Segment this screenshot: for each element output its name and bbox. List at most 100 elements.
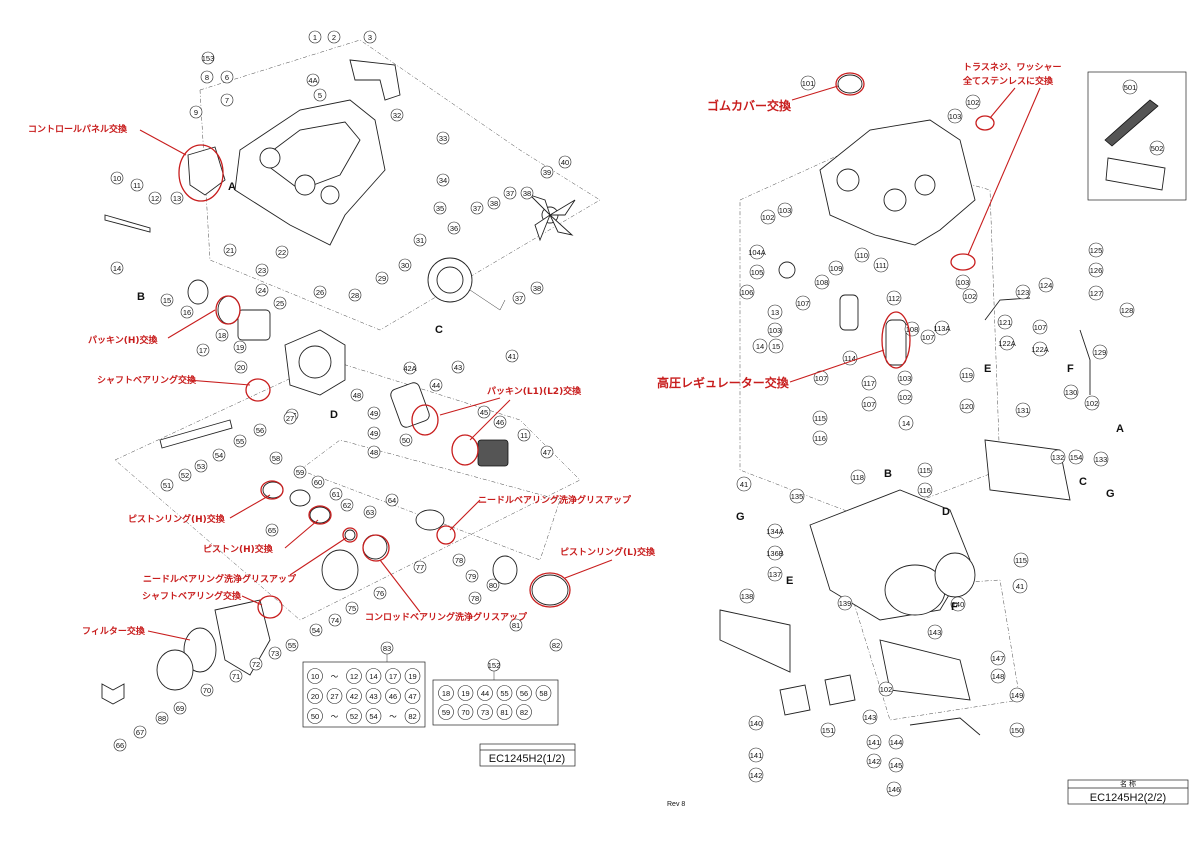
- kit-cell-circle: [496, 704, 513, 720]
- svg-text:2: 2: [332, 33, 336, 42]
- kit-cell-circle: [404, 708, 421, 724]
- svg-text:104A: 104A: [748, 248, 766, 257]
- svg-text:141: 141: [750, 751, 763, 760]
- kit-cell-value: 59: [442, 708, 450, 717]
- sheet1-code: EC1245H2(1/2): [489, 753, 565, 765]
- sheet-2: 101 102 103 103 102 104A 105 106 107 13 …: [657, 62, 1189, 808]
- svg-text:1: 1: [313, 33, 317, 42]
- annotation-control-panel: コントロールパネル交換: [28, 123, 128, 135]
- svg-text:77: 77: [416, 563, 424, 572]
- svg-text:120: 120: [961, 402, 974, 411]
- svg-text:14: 14: [902, 419, 910, 428]
- svg-text:32: 32: [393, 111, 401, 120]
- svg-text:35: 35: [436, 204, 444, 213]
- kit-cell-value: 58: [539, 689, 547, 698]
- svg-text:65: 65: [268, 526, 276, 535]
- svg-text:102: 102: [762, 213, 775, 222]
- svg-text:133: 133: [1095, 455, 1108, 464]
- kit-cell-circle: [365, 668, 382, 684]
- svg-text:146: 146: [888, 785, 901, 794]
- svg-text:9: 9: [194, 108, 198, 117]
- svg-text:25: 25: [276, 299, 284, 308]
- svg-text:15: 15: [772, 342, 780, 351]
- kit-cell-circle: [346, 708, 362, 724]
- svg-text:14: 14: [756, 342, 764, 351]
- svg-text:102: 102: [1086, 399, 1099, 408]
- svg-text:144: 144: [890, 738, 903, 747]
- svg-text:41: 41: [508, 352, 516, 361]
- kit-cell-value: 17: [389, 672, 397, 681]
- letter-c: C: [435, 324, 443, 336]
- svg-text:141: 141: [868, 738, 881, 747]
- svg-text:129: 129: [1094, 348, 1107, 357]
- kit-cell-value: 42: [350, 692, 358, 701]
- kit-cell-circle: [496, 685, 513, 701]
- svg-text:6: 6: [225, 73, 229, 82]
- kit-cell-circle: [438, 685, 454, 701]
- letter-b-2: B: [884, 468, 892, 480]
- kit-cell-value: 12: [350, 672, 358, 681]
- svg-text:103: 103: [957, 278, 970, 287]
- svg-text:51: 51: [163, 481, 171, 490]
- svg-text:107: 107: [922, 333, 935, 342]
- kit-cell-value: 52: [350, 712, 358, 721]
- svg-text:54: 54: [215, 451, 223, 460]
- svg-text:134A: 134A: [766, 527, 784, 536]
- svg-text:76: 76: [376, 589, 384, 598]
- svg-text:115: 115: [919, 466, 931, 475]
- svg-text:49: 49: [370, 429, 378, 438]
- kit-cell-circle: [516, 685, 532, 701]
- svg-text:37: 37: [473, 204, 481, 213]
- kit-cell-circle: [404, 688, 421, 704]
- svg-text:151: 151: [822, 726, 835, 735]
- svg-text:59: 59: [296, 468, 304, 477]
- letter-a-2: A: [1116, 423, 1124, 435]
- svg-text:50: 50: [402, 436, 410, 445]
- svg-text:149: 149: [1011, 691, 1024, 700]
- sheet2-code: EC1245H2(2/2): [1090, 792, 1166, 804]
- svg-text:80: 80: [489, 581, 497, 590]
- kit-cell-value: 19: [408, 672, 416, 681]
- letter-c-2: C: [1079, 476, 1087, 488]
- svg-text:37: 37: [506, 189, 514, 198]
- svg-text:107: 107: [1034, 323, 1047, 332]
- svg-text:102: 102: [880, 685, 893, 694]
- svg-text:105: 105: [751, 268, 764, 277]
- svg-text:107: 107: [815, 374, 828, 383]
- svg-text:148: 148: [992, 672, 1005, 681]
- svg-text:70: 70: [203, 686, 211, 695]
- svg-text:103: 103: [949, 112, 962, 121]
- sheet2-footer-label: 名 称: [1120, 779, 1136, 788]
- svg-text:17: 17: [199, 346, 207, 355]
- regulator-part: [778, 261, 907, 366]
- kit-cell-circle: [346, 668, 362, 684]
- svg-text:15: 15: [163, 296, 171, 305]
- letter-a: A: [228, 181, 236, 193]
- svg-text:88: 88: [158, 714, 166, 723]
- svg-text:115: 115: [814, 414, 826, 423]
- svg-text:31: 31: [416, 236, 424, 245]
- kit-cell-circle: [477, 704, 493, 720]
- svg-text:43: 43: [454, 363, 462, 372]
- tank-part: [809, 489, 976, 621]
- kit-cell-circle: [307, 668, 323, 684]
- svg-text:128: 128: [1121, 306, 1134, 315]
- svg-text:55: 55: [288, 641, 296, 650]
- annotation-needle-bearing-2: ニードルベアリング洗浄グリスアップ: [143, 573, 297, 585]
- fan-part: [529, 194, 576, 242]
- annotation-piston-ring-h: ピストンリング(H)交換: [128, 513, 226, 525]
- kit-cell-circle: [477, 685, 493, 701]
- svg-text:78: 78: [471, 594, 479, 603]
- svg-text:20: 20: [237, 363, 245, 372]
- svg-text:115: 115: [1015, 556, 1027, 565]
- svg-text:138: 138: [741, 592, 754, 601]
- annotation-needle-bearing-1: ニードルベアリング洗浄グリスアップ: [478, 494, 632, 506]
- svg-text:14: 14: [113, 264, 121, 273]
- kit-cell-circle: [404, 668, 421, 684]
- svg-text:119: 119: [961, 371, 973, 380]
- svg-text:140: 140: [750, 719, 763, 728]
- feet-part: [719, 609, 856, 716]
- letter-b: B: [137, 291, 145, 303]
- letter-f-3: F: [951, 601, 958, 613]
- kit-152-label: 152: [488, 661, 501, 670]
